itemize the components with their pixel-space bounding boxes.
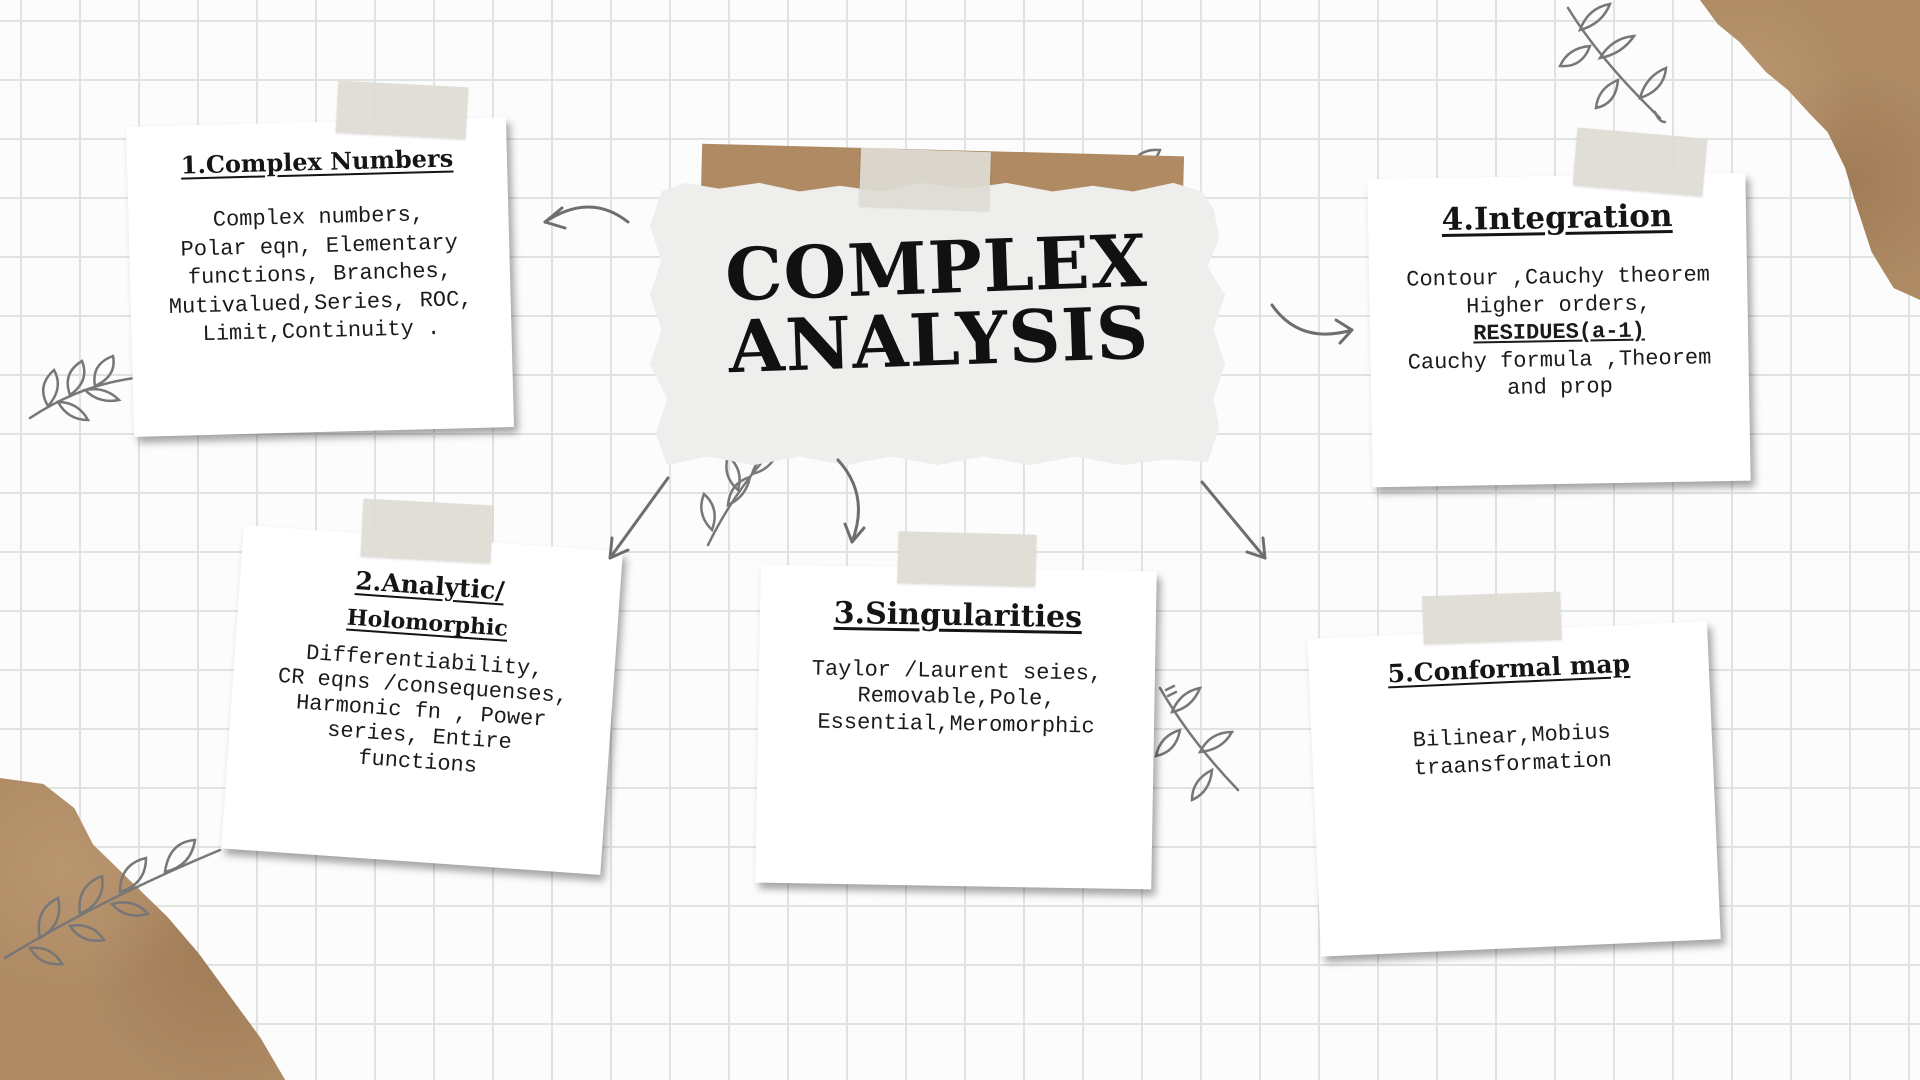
sprig-icon bbox=[1558, 2, 1668, 124]
arrow-to-complex-numbers bbox=[543, 205, 630, 230]
sprig-icon bbox=[3, 838, 222, 966]
arrow-to-conformal-map bbox=[1200, 480, 1267, 560]
arrow-to-analytic bbox=[608, 476, 670, 560]
arrow-to-integration bbox=[1270, 303, 1354, 345]
title-torn-paper bbox=[650, 182, 1225, 466]
sprig-icon bbox=[1154, 684, 1240, 802]
arrow-to-singularities bbox=[836, 458, 866, 544]
sprig-icon bbox=[28, 354, 137, 422]
